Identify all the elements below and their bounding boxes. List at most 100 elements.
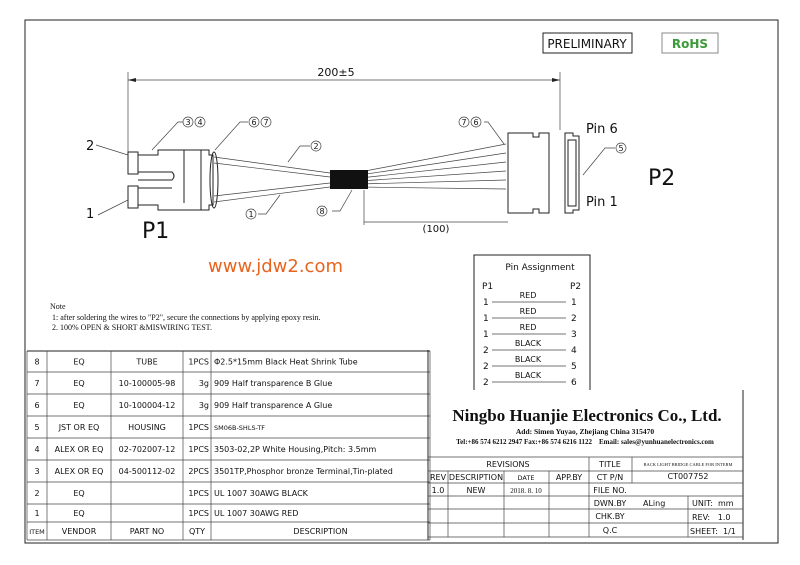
pin-assignment-table: Pin Assignment P1 P2 1RED11RED21RED32BLA… — [473, 254, 591, 390]
svg-text:2. 100% OPEN & SHORT &MISWIRIN: 2. 100% OPEN & SHORT &MISWIRING TEST. — [52, 323, 212, 332]
svg-text:ALing: ALing — [643, 499, 665, 508]
svg-text:P2: P2 — [570, 282, 581, 292]
bom-cell: 6 — [34, 401, 39, 410]
bom-cell: 4 — [34, 445, 39, 454]
svg-text:Pin 6: Pin 6 — [586, 122, 618, 137]
svg-text:DATE: DATE — [518, 474, 535, 482]
svg-text:(100): (100) — [423, 224, 450, 235]
svg-text:200±5: 200±5 — [317, 66, 354, 79]
bom-cell: 1PCS — [188, 489, 209, 498]
svg-text:DWN.BY: DWN.BY — [594, 499, 627, 508]
pin-p2: 6 — [571, 378, 577, 388]
wire-color: BLACK — [515, 339, 542, 348]
svg-text:2: 2 — [313, 142, 318, 151]
callouts: 3 4 6 7 2 1 8 7 6 5 — [151, 116, 627, 220]
svg-text:Add: Simen Yuyao, Zhejiang Chi: Add: Simen Yuyao, Zhejiang China 315470 — [516, 427, 654, 436]
svg-text:CT P/N: CT P/N — [597, 473, 624, 482]
watermark-link[interactable]: www.jdw2.com — [208, 256, 343, 277]
svg-text:SHEET: 1/1: SHEET: 1/1 — [690, 527, 736, 536]
svg-text:NEW: NEW — [467, 486, 486, 495]
bom-cell: 3503-02,2P White Housing,Pitch: 3.5mm — [214, 445, 377, 454]
pin-p1: 2 — [483, 362, 489, 372]
svg-text:PRELIMINARY: PRELIMINARY — [547, 37, 627, 51]
svg-text:6: 6 — [251, 118, 256, 127]
svg-text:Pin Assignment: Pin Assignment — [505, 263, 575, 273]
p2-housing: Pin 6 Pin 1 P2 — [507, 122, 675, 214]
svg-text:Note: Note — [50, 302, 66, 311]
bom-cell: EQ — [73, 509, 84, 518]
heat-shrink-tube — [330, 170, 368, 189]
bom-cell: VENDOR — [62, 527, 97, 536]
bom-cell: UL 1007 30AWG RED — [214, 509, 298, 518]
rohs-badge: RoHS — [661, 32, 719, 54]
bom-cell: 3501TP,Phosphor bronze Terminal,Tin-plat… — [214, 467, 393, 476]
bom-cell: ALEX OR EQ — [55, 467, 104, 476]
bom-cell: QTY — [189, 527, 205, 536]
bom-cell: 909 Half transparence B Glue — [214, 379, 332, 388]
bom-cell: ALEX OR EQ — [55, 445, 104, 454]
bom-cell: 5 — [34, 423, 39, 432]
svg-text:3: 3 — [185, 118, 190, 127]
pin-p2: 1 — [571, 298, 577, 308]
bom-cell: TUBE — [135, 358, 157, 367]
preliminary-stamp: PRELIMINARY — [542, 32, 633, 54]
bom-cell: 3 — [34, 467, 39, 476]
svg-text:5: 5 — [618, 144, 623, 153]
bom-cell: 3g — [199, 401, 209, 410]
svg-text:4: 4 — [197, 118, 202, 127]
bom-cell: 1 — [34, 509, 39, 518]
bom-cell: 2PCS — [188, 467, 209, 476]
bom-cell: 7 — [34, 379, 39, 388]
svg-text:2: 2 — [86, 139, 94, 154]
bom-cell: PART NO — [130, 527, 164, 536]
svg-text:1: 1 — [86, 207, 94, 222]
svg-text:1: after soldering the wires t: 1: after soldering the wires to "P2", se… — [52, 313, 320, 322]
pin-p2: 2 — [571, 314, 577, 324]
bom-cell: EQ — [73, 401, 84, 410]
svg-text:6: 6 — [473, 118, 478, 127]
bom-cell: EQ — [73, 358, 84, 367]
bom-cell: 1PCS — [188, 423, 209, 432]
bom-cell: 8 — [34, 358, 39, 367]
wire-color: BLACK — [515, 355, 542, 364]
bom-cell: 04-500112-02 — [119, 467, 176, 476]
bom-cell: SM06B-SHLS-TF — [214, 424, 265, 432]
bom-cell: HOUSING — [128, 423, 166, 432]
bom-cell: 1PCS — [188, 358, 209, 367]
svg-text:FILE NO.: FILE NO. — [593, 486, 627, 495]
pin-p1: 1 — [483, 298, 489, 308]
p1-connector: P1 2 1 — [86, 139, 219, 244]
bom-row: 6 EQ 10-100004-12 3g 909 Half transparence A… — [34, 401, 332, 410]
bom-cell: EQ — [73, 379, 84, 388]
bom-cell: 10-100004-12 — [119, 401, 176, 410]
bom-cell: 02-702007-12 — [119, 445, 176, 454]
svg-text:1.0: 1.0 — [432, 486, 445, 495]
svg-text:RoHS: RoHS — [672, 37, 708, 51]
sheet-border — [24, 19, 779, 544]
wire-color: BLACK — [515, 371, 542, 380]
bom-cell: 909 Half transparence A Glue — [214, 401, 332, 410]
breakout-dimension: (100) — [363, 190, 508, 235]
svg-text:BACK LIGHT BRIDGE CABLE FOR IN: BACK LIGHT BRIDGE CABLE FOR INTERM — [643, 462, 732, 467]
svg-text:TITLE: TITLE — [598, 460, 621, 469]
svg-text:DESCRIPTION: DESCRIPTION — [449, 473, 503, 482]
wires — [213, 143, 507, 203]
bom-cell: EQ — [73, 489, 84, 498]
pin-p2: 4 — [571, 346, 577, 356]
bom-row: 3 ALEX OR EQ 04-500112-02 2PCS 3501TP,Phosph… — [34, 467, 392, 476]
svg-text:P2: P2 — [648, 166, 675, 191]
svg-text:2018. 8. 10: 2018. 8. 10 — [510, 487, 542, 495]
pin-p2: 3 — [571, 330, 577, 340]
svg-text:Tel:+86 574 6212 2947 Fax:+86: Tel:+86 574 6212 2947 Fax:+86 574 6216 1… — [456, 438, 714, 446]
wire-color: RED — [520, 307, 537, 316]
svg-text:Q.C: Q.C — [603, 526, 618, 535]
